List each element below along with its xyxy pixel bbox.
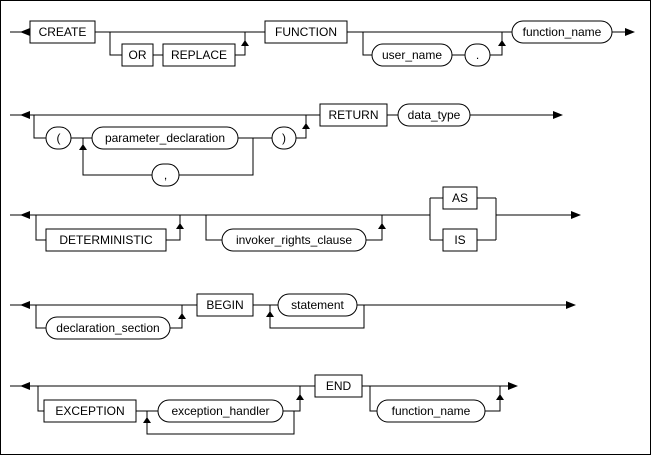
invoker-rights-clause-element-box — [221, 228, 367, 252]
exception-handler-element: exception_handler — [171, 404, 269, 418]
deterministic-keyword: DETERMINISTIC — [59, 233, 153, 247]
as-keyword-box — [442, 186, 478, 210]
comma-symbol-box — [151, 163, 180, 187]
begin-keyword: BEGIN — [206, 298, 243, 312]
exception-keyword-box — [43, 399, 137, 423]
left-paren: ( — [57, 131, 61, 145]
invoker-rights-clause-element: invoker_rights_clause — [236, 233, 352, 247]
as-keyword: AS — [452, 191, 468, 205]
left-paren-box — [45, 126, 72, 150]
end-keyword-box — [314, 374, 363, 398]
right-paren: ) — [282, 131, 286, 145]
function-keyword: FUNCTION — [275, 25, 337, 39]
statement-element-box — [277, 293, 358, 317]
or-keyword: OR — [129, 48, 147, 62]
declaration-section-element-box — [45, 316, 171, 340]
dot-symbol: . — [476, 48, 479, 62]
row-deterministic-as-is: DETERMINISTIC invoker_rights_clause AS I… — [10, 186, 581, 252]
return-keyword: RETURN — [329, 108, 379, 122]
exception-handler-element-box — [157, 399, 284, 423]
parameter-declaration-element-box — [91, 126, 239, 150]
is-keyword-box — [442, 228, 478, 252]
end-function-name-element: function_name — [392, 404, 471, 418]
user-name-element: user_name — [382, 48, 442, 62]
create-keyword-box — [29, 20, 96, 44]
is-keyword: IS — [454, 233, 465, 247]
create-keyword: CREATE — [39, 25, 87, 39]
comma-symbol: , — [164, 168, 167, 182]
user-name-element-box — [371, 43, 453, 67]
dot-symbol-box — [464, 43, 491, 67]
data-type-element-box — [397, 103, 471, 127]
end-function-name-element-box — [376, 399, 486, 423]
parameter-declaration-element: parameter_declaration — [105, 131, 225, 145]
row-declaration-begin: declaration_section BEGIN statement — [10, 293, 576, 340]
deterministic-keyword-box — [45, 228, 167, 252]
data-type-element: data_type — [408, 108, 461, 122]
row-create-function: CREATE OR REPLACE FUNCTION user_name . f… — [10, 20, 635, 67]
function-name-element-box — [511, 20, 613, 44]
function-keyword-box — [264, 20, 348, 44]
statement-element: statement — [291, 298, 344, 312]
return-keyword-box — [319, 103, 388, 127]
begin-keyword-box — [196, 293, 254, 317]
function-name-element: function_name — [523, 25, 602, 39]
declaration-section-element: declaration_section — [56, 321, 159, 335]
replace-keyword-box — [162, 43, 236, 67]
or-keyword-box — [121, 43, 154, 67]
row-exception-end: EXCEPTION exception_handler END function… — [10, 374, 518, 435]
exception-keyword: EXCEPTION — [55, 404, 124, 418]
end-keyword: END — [326, 379, 352, 393]
replace-keyword: REPLACE — [171, 48, 227, 62]
right-paren-box — [271, 126, 297, 150]
row-parameters-return: ( parameter_declaration , ) RETURN data_… — [10, 103, 563, 187]
